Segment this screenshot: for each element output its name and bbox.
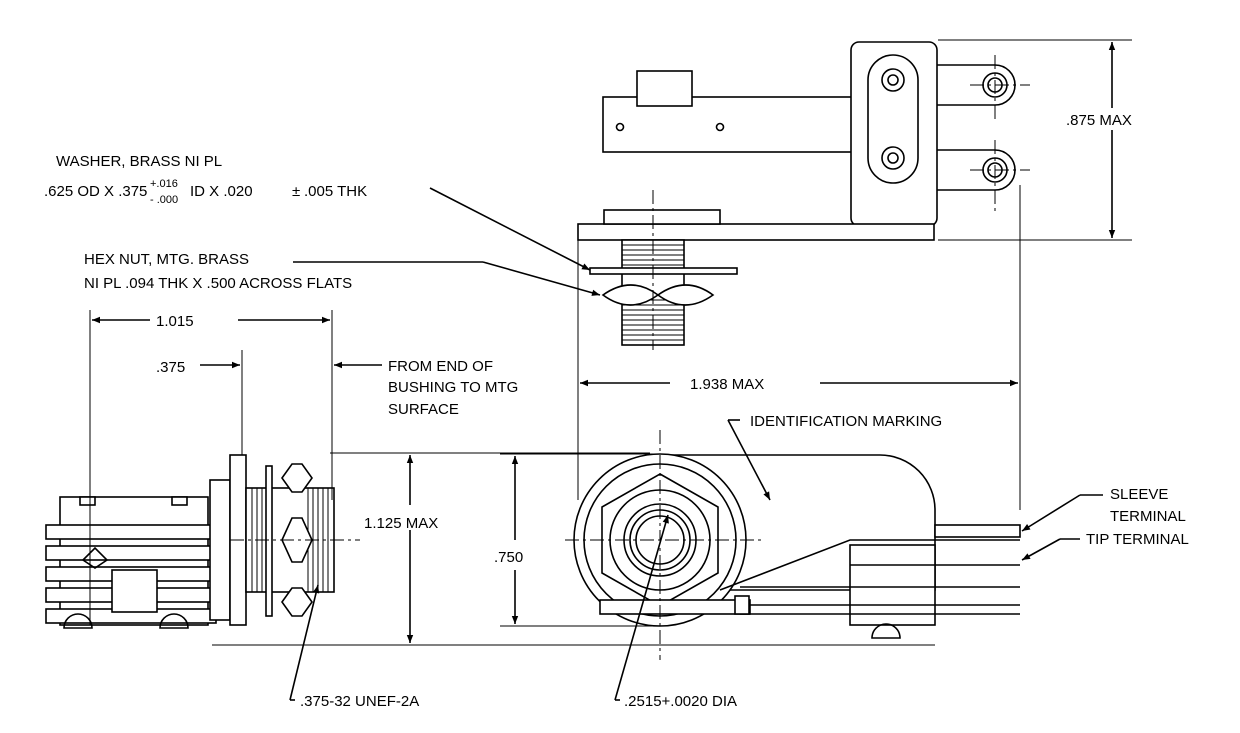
from-end-label-3: SURFACE [388, 401, 459, 418]
washer-id-label: ID X .020 [190, 183, 253, 200]
sleeve-terminal-label-2: TERMINAL [1110, 508, 1186, 525]
washer-top-view [589, 267, 738, 275]
front-view [565, 430, 1021, 660]
from-end-label-1: FROM END OF [388, 358, 493, 375]
plate-boss [603, 209, 721, 225]
terminal-stack [849, 544, 936, 626]
hex-nut-label: HEX NUT, MTG. BRASS [84, 251, 249, 268]
tip-terminal-label: TIP TERMINAL [1086, 531, 1189, 548]
bracket-tab [636, 70, 693, 107]
top-view [577, 41, 1030, 350]
washer-thk-label: .005 THK [304, 183, 367, 200]
mounting-plate [577, 223, 935, 241]
hex-nut-spec: NI PL .094 THK X .500 ACROSS FLATS [84, 275, 352, 292]
bore-diameter-label: .2515+.0020 DIA [624, 693, 737, 710]
washer-plus-minus: ± [292, 183, 300, 200]
washer-od-label: .625 OD X .375 [44, 183, 147, 200]
identification-marking-label: IDENTIFICATION MARKING [750, 413, 942, 430]
washer-label: WASHER, BRASS NI PL [56, 153, 222, 170]
bracket-hole-left [615, 122, 625, 132]
sleeve-terminal-label-1: SLEEVE [1110, 486, 1168, 503]
hex-nut-side [281, 463, 313, 617]
side-view [45, 454, 360, 629]
hex-nut-top-view [601, 284, 715, 306]
link-plate [867, 54, 919, 184]
thread-spec-label: .375-32 UNEF-2A [300, 693, 419, 710]
insulator-block [111, 569, 158, 613]
sleeve-terminal-strip [934, 524, 1021, 538]
annotations: WASHER, BRASS NI PL .625 OD X .375 +.016… [44, 112, 1189, 710]
dim-875-max: .875 MAX [1066, 112, 1132, 129]
washer-tol-plus: +.016 [150, 178, 178, 190]
link-rivet-top [881, 68, 905, 92]
from-end-label-2: BUSHING TO MTG [388, 379, 518, 396]
washer-tol-minus: - .000 [150, 194, 178, 206]
dim-750: .750 [494, 549, 523, 566]
dim-375: .375 [156, 359, 185, 376]
dimension-lines [89, 39, 1132, 701]
contact-spring [81, 546, 109, 569]
bracket-hole-right [715, 122, 725, 132]
link-rivet-bottom [881, 146, 905, 170]
dim-1015: 1.015 [156, 313, 194, 330]
rivet-heads [63, 613, 189, 629]
frame-flange [209, 479, 231, 621]
dim-1938-max: 1.938 MAX [690, 376, 764, 393]
washer-side [265, 465, 273, 617]
dim-1125-max: 1.125 MAX [364, 515, 438, 532]
